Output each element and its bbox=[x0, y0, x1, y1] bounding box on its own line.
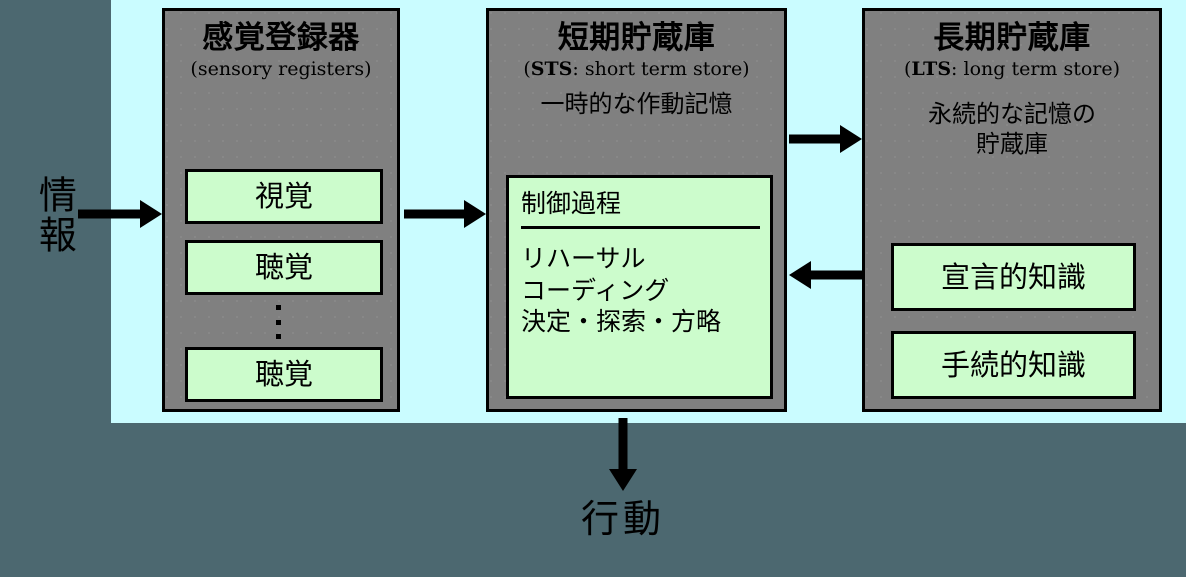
arrow-shaft bbox=[618, 418, 628, 471]
store-note-lts: 永続的な記憶の 貯蔵庫 bbox=[865, 99, 1159, 159]
store-subtitle-lts: (LTS: long term store) bbox=[865, 57, 1159, 81]
arrow-head bbox=[464, 200, 486, 228]
control-process-item-rehearsal: リハーサル bbox=[521, 244, 646, 273]
output-label: 行動 bbox=[563, 500, 683, 539]
lts-item-declarative-label: 宣言的知識 bbox=[940, 259, 1086, 294]
arrow-head bbox=[840, 125, 862, 153]
dot bbox=[275, 305, 281, 310]
store-title-sensory: 感覚登録器 bbox=[202, 20, 360, 56]
sensory-item-visual-label: 視覚 bbox=[254, 179, 313, 213]
store-subtitle-sensory: (sensory registers) bbox=[190, 57, 372, 80]
lts-item-declarative[interactable]: 宣言的知識 bbox=[891, 243, 1136, 311]
lts-item-procedural[interactable]: 手続的知識 bbox=[891, 331, 1136, 399]
sensory-item-auditory-1[interactable]: 聴覚 bbox=[185, 240, 383, 295]
lts-item-procedural-label: 手続的知識 bbox=[940, 347, 1086, 382]
sensory-item-visual[interactable]: 視覚 bbox=[185, 169, 383, 224]
arrow-sts-to-lts bbox=[789, 125, 862, 153]
store-short-term[interactable]: 短期貯蔵庫 (STS: short term store) 一時的な作動記憶 制… bbox=[486, 8, 787, 412]
arrow-lts-to-sts bbox=[789, 261, 862, 289]
store-long-term[interactable]: 長期貯蔵庫 (LTS: long term store) 永続的な記憶の 貯蔵庫… bbox=[862, 8, 1162, 412]
lts-paren-open: ( bbox=[903, 57, 912, 80]
arrow-information-to-sensory bbox=[78, 200, 162, 228]
input-label-char1: 情報 bbox=[32, 175, 77, 255]
store-note-lts-line2: 貯蔵庫 bbox=[976, 129, 1048, 158]
sts-subtitle-rest: : short term store) bbox=[572, 57, 750, 80]
arrow-shaft bbox=[404, 209, 466, 219]
dot bbox=[275, 319, 281, 325]
arrow-sensory-to-sts bbox=[404, 200, 486, 228]
store-subtitle-sts: (STS: short term store) bbox=[489, 57, 784, 81]
arrow-shaft bbox=[78, 209, 142, 219]
arrow-sts-to-response bbox=[608, 418, 638, 491]
control-process-list: リハーサル コーディング 決定・探索・方略 bbox=[509, 229, 770, 338]
store-note-lts-line1: 永続的な記憶の bbox=[928, 99, 1096, 128]
lts-abbrev: LTS bbox=[911, 57, 952, 80]
sensory-ellipsis-icon bbox=[273, 305, 283, 339]
arrow-shaft bbox=[809, 270, 862, 280]
store-title-sts: 短期貯蔵庫 bbox=[557, 20, 716, 56]
arrow-head bbox=[789, 261, 811, 289]
sensory-item-auditory-2[interactable]: 聴覚 bbox=[185, 347, 383, 402]
output-label-text: 行動 bbox=[580, 497, 665, 541]
control-process-item-coding: コーディング bbox=[521, 275, 670, 305]
lts-subtitle-rest: : long term store) bbox=[951, 57, 1121, 80]
control-process-heading: 制御過程 bbox=[521, 189, 622, 218]
arrow-head bbox=[609, 469, 637, 491]
sensory-item-auditory-1-label: 聴覚 bbox=[254, 250, 313, 284]
input-label: 情報 bbox=[14, 175, 94, 255]
store-sensory-registers[interactable]: 感覚登録器 (sensory registers) 視覚 聴覚 聴覚 bbox=[162, 8, 400, 412]
arrow-shaft bbox=[789, 134, 842, 144]
sts-paren-open: ( bbox=[523, 57, 531, 80]
store-note-sts: 一時的な作動記憶 bbox=[540, 89, 733, 118]
sensory-item-auditory-2-label: 聴覚 bbox=[254, 357, 313, 391]
dot bbox=[275, 334, 281, 339]
control-process-panel[interactable]: 制御過程 リハーサル コーディング 決定・探索・方略 bbox=[506, 175, 773, 399]
sts-abbrev: STS bbox=[530, 57, 573, 80]
control-process-item-decision: 決定・探索・方略 bbox=[521, 307, 722, 336]
store-title-lts: 長期貯蔵庫 bbox=[933, 20, 1091, 56]
control-process-divider bbox=[521, 226, 760, 229]
arrow-head bbox=[140, 200, 162, 228]
